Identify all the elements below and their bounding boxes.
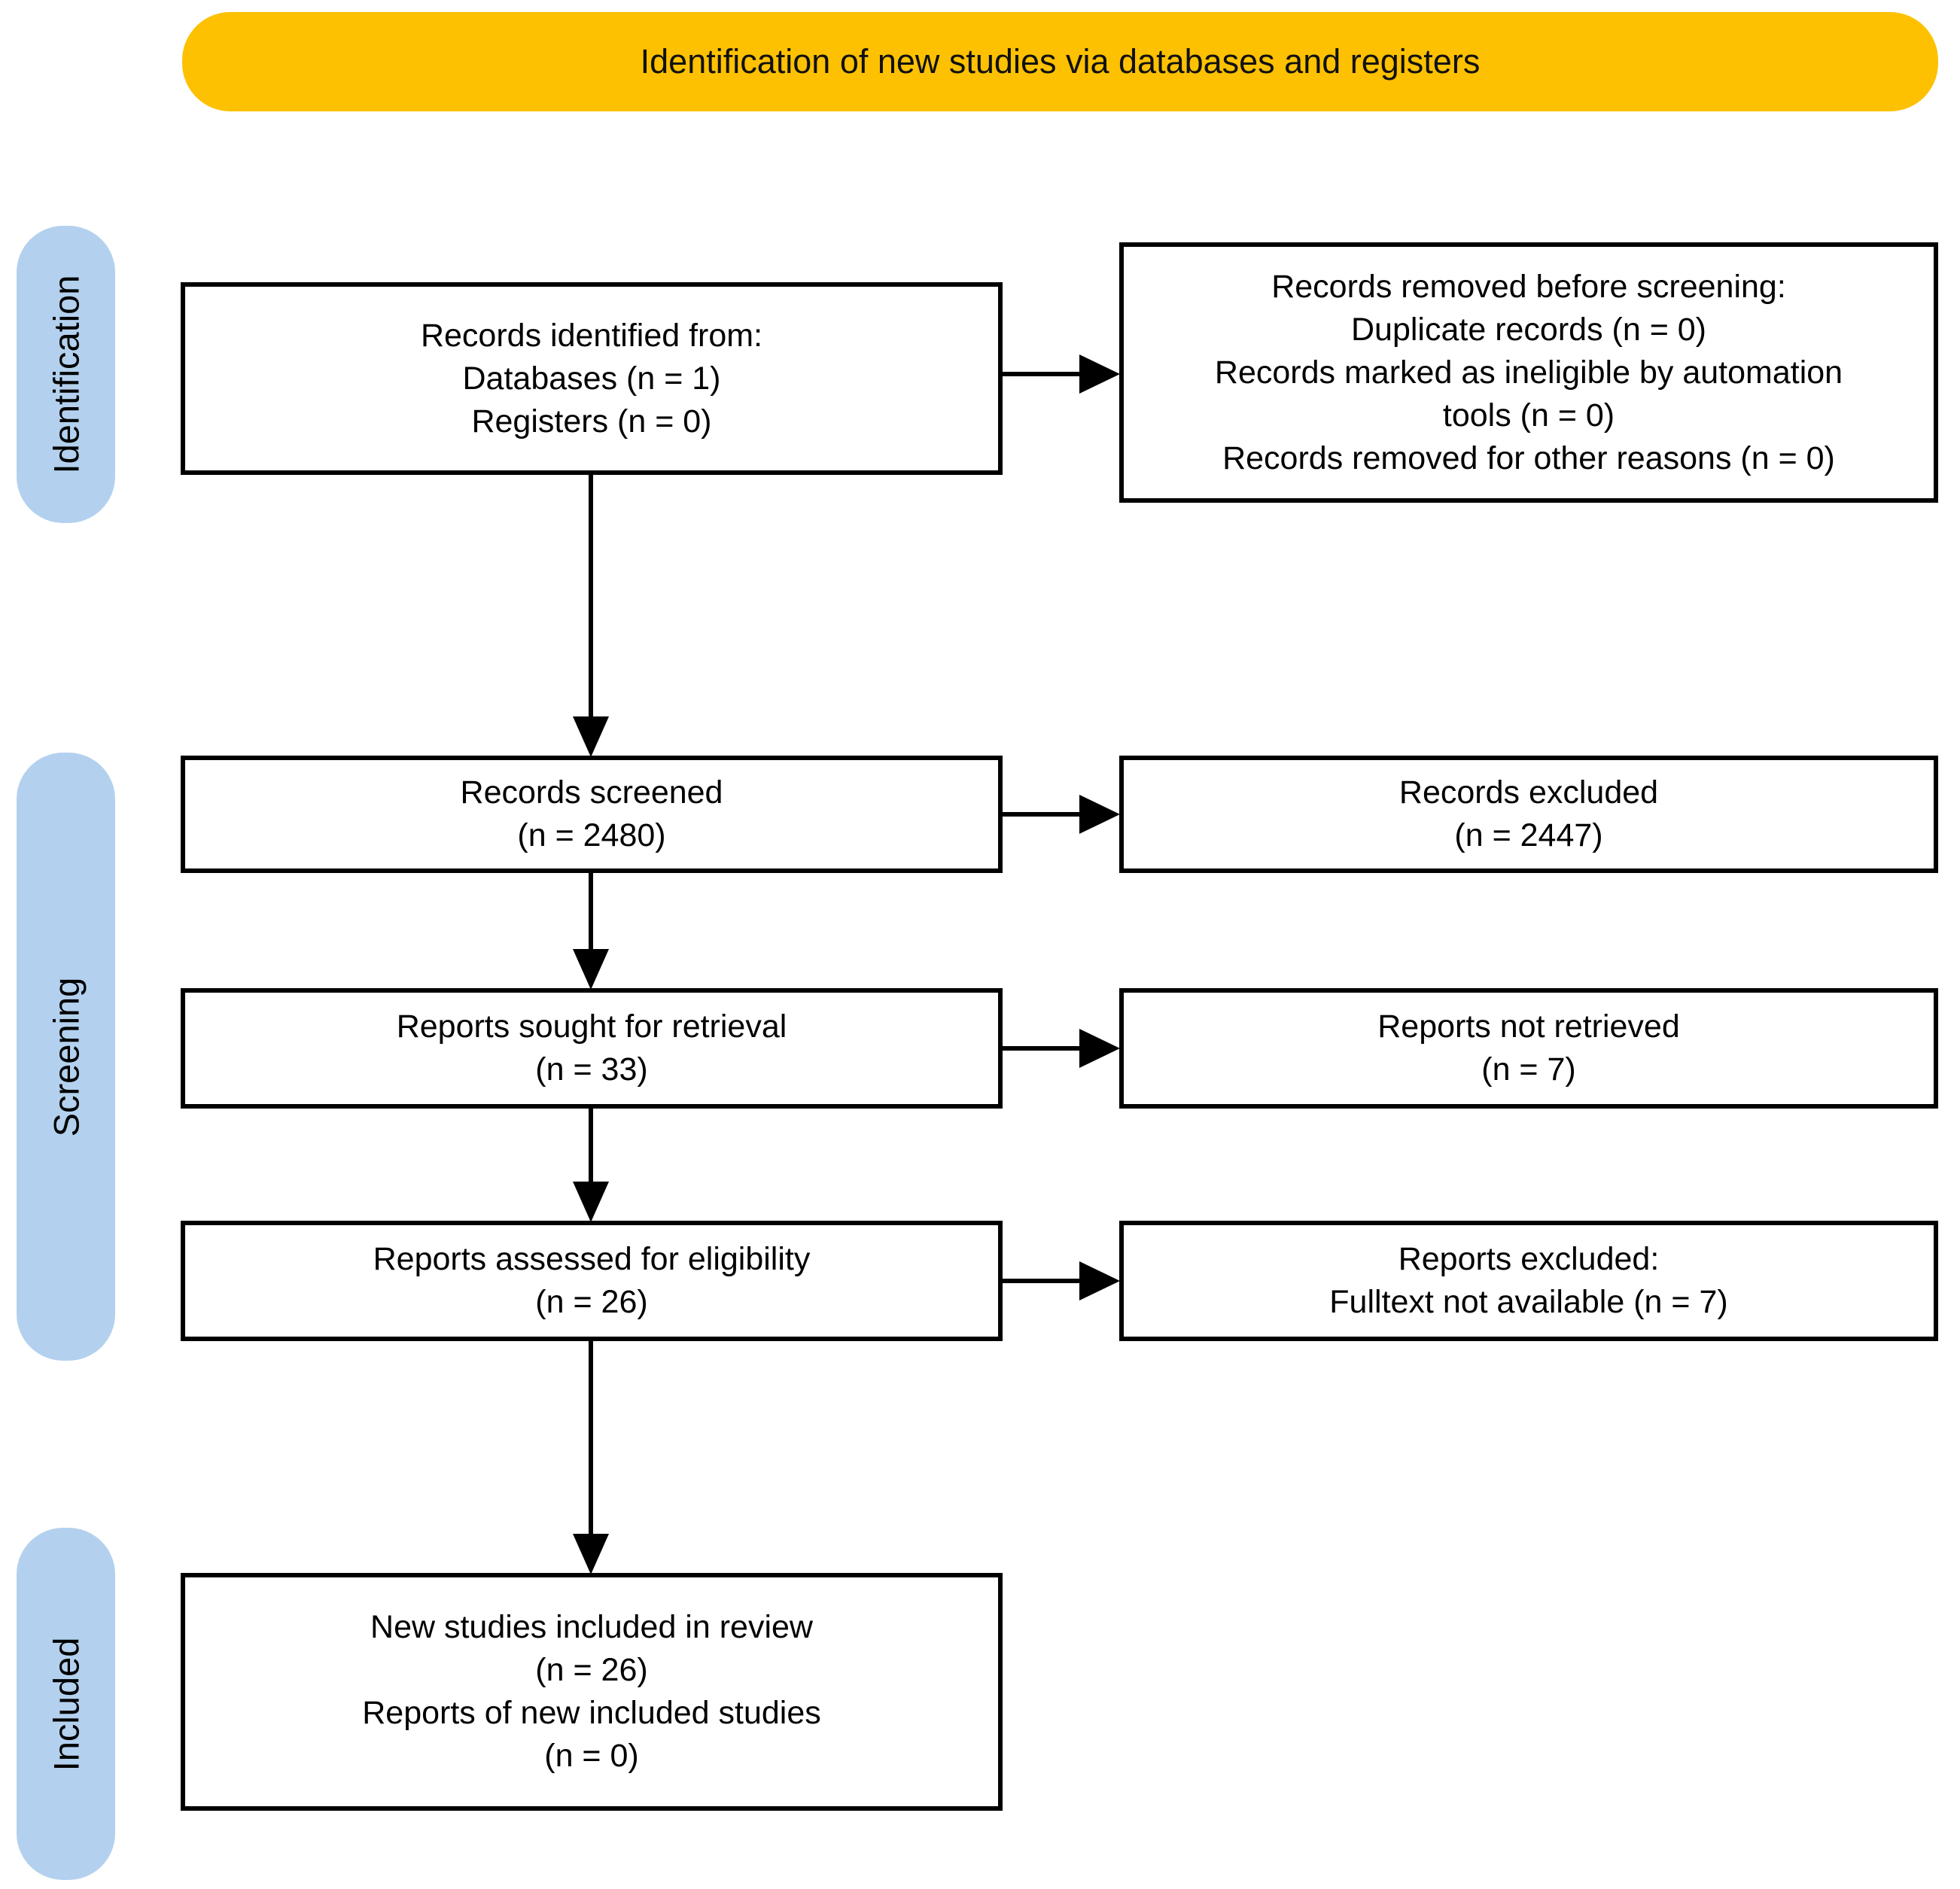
box-line: Records screened xyxy=(460,774,723,811)
box-records-removed-before-screening: Records removed before screening: Duplic… xyxy=(1119,242,1938,503)
box-line: (n = 2480) xyxy=(517,817,666,853)
box-line: Records removed before screening: xyxy=(1271,268,1786,305)
box-records-excluded: Records excluded (n = 2447) xyxy=(1119,756,1938,873)
arrow-screened-to-sought-head xyxy=(573,949,609,990)
box-records-identified: Records identified from: Databases (n = … xyxy=(181,282,1003,475)
box-line: Registers (n = 0) xyxy=(471,403,712,440)
box-records-screened: Records screened (n = 2480) xyxy=(181,756,1003,873)
stage-pill-included: Included xyxy=(17,1528,115,1880)
box-line: Reports of new included studies xyxy=(362,1695,821,1731)
box-line: (n = 2447) xyxy=(1454,817,1603,853)
box-line: (n = 26) xyxy=(535,1652,648,1688)
arrow-identified-to-removed-head xyxy=(1079,354,1120,394)
box-line: Databases (n = 1) xyxy=(462,360,721,397)
box-line: Reports sought for retrieval xyxy=(396,1008,787,1045)
box-line: Records excluded xyxy=(1398,774,1659,811)
box-line: Duplicate records (n = 0) xyxy=(1350,311,1706,348)
arrow-sought-to-not-retrieved-head xyxy=(1079,1029,1120,1068)
arrow-assessed-to-excluded-line xyxy=(1003,1279,1079,1283)
stage-label-included: Included xyxy=(46,1637,87,1771)
arrow-screened-to-excluded-line xyxy=(1003,812,1079,817)
box-line: Records marked as ineligible by automati… xyxy=(1214,354,1843,391)
arrow-screened-to-sought-line xyxy=(589,873,593,949)
arrow-sought-to-assessed-line xyxy=(589,1109,593,1182)
box-line: (n = 26) xyxy=(535,1284,648,1320)
stage-pill-screening: Screening xyxy=(17,753,115,1361)
box-line: Reports not retrieved xyxy=(1377,1008,1680,1045)
box-reports-not-retrieved: Reports not retrieved (n = 7) xyxy=(1119,988,1938,1109)
box-reports-assessed: Reports assessed for eligibility (n = 26… xyxy=(181,1221,1003,1341)
box-line: Fulltext not available (n = 7) xyxy=(1329,1284,1728,1320)
arrow-identified-to-screened-head xyxy=(573,716,609,757)
box-line: New studies included in review xyxy=(370,1609,813,1645)
box-line: tools (n = 0) xyxy=(1442,397,1615,433)
box-new-studies-included: New studies included in review (n = 26) … xyxy=(181,1573,1003,1811)
arrow-sought-to-assessed-head xyxy=(573,1182,609,1222)
arrow-sought-to-not-retrieved-line xyxy=(1003,1046,1079,1051)
stage-label-identification: Identification xyxy=(46,275,86,474)
box-line: Records identified from: xyxy=(420,317,763,354)
box-line: (n = 7) xyxy=(1481,1051,1576,1087)
box-line: Reports excluded: xyxy=(1398,1241,1660,1277)
box-reports-excluded: Reports excluded: Fulltext not available… xyxy=(1119,1221,1938,1341)
arrow-assessed-to-included-line xyxy=(589,1341,593,1534)
arrow-screened-to-excluded-head xyxy=(1079,795,1120,834)
arrow-identified-to-screened-line xyxy=(589,475,593,716)
arrow-identified-to-removed-line xyxy=(1003,372,1079,376)
box-line: Records removed for other reasons (n = 0… xyxy=(1222,440,1835,476)
arrow-assessed-to-excluded-head xyxy=(1079,1261,1120,1300)
box-line: Reports assessed for eligibility xyxy=(373,1241,811,1277)
box-line: (n = 0) xyxy=(544,1738,639,1774)
box-reports-sought: Reports sought for retrieval (n = 33) xyxy=(181,988,1003,1109)
arrow-assessed-to-included-head xyxy=(573,1534,609,1574)
banner-title: Identification of new studies via databa… xyxy=(182,12,1938,111)
stage-pill-identification: Identification xyxy=(17,226,115,523)
stage-label-screening: Screening xyxy=(46,977,87,1136)
box-line: (n = 33) xyxy=(535,1051,648,1087)
